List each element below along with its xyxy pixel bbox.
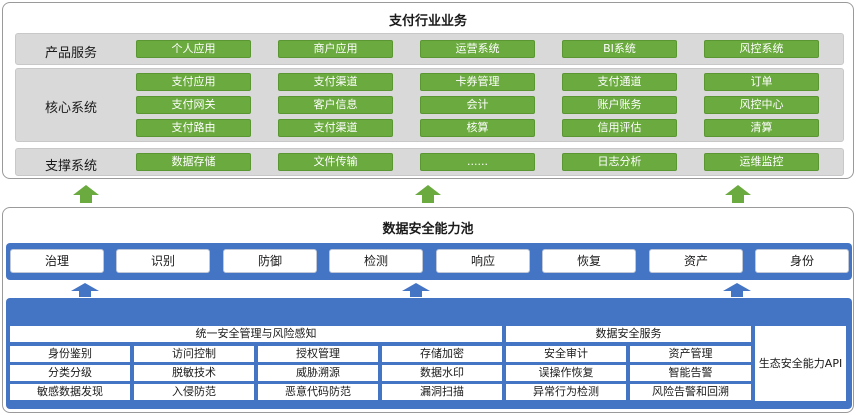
service-header: 数据安全服务 (506, 326, 751, 342)
ecosystem-api-label: 生态安全能力API (758, 356, 843, 370)
business-title: 支付行业业务 (388, 14, 467, 29)
capability-button[interactable]: 资产 (649, 249, 743, 273)
module-button[interactable]: 文件传输 (278, 153, 393, 171)
capability-button[interactable]: 响应 (436, 249, 530, 273)
up-arrow-icon (725, 185, 751, 203)
module-button[interactable]: 运营系统 (420, 40, 535, 58)
module-button[interactable]: 核算 (420, 119, 535, 137)
up-arrow-icon (415, 185, 441, 203)
mgmt-cell[interactable]: 分类分级 (10, 365, 130, 381)
service-cell[interactable]: 资产管理 (630, 346, 751, 362)
mgmt-header: 统一安全管理与风险感知 (10, 326, 502, 342)
module-button[interactable]: 数据存储 (136, 153, 251, 171)
mgmt-cell[interactable]: 漏洞扫描 (382, 384, 502, 400)
foundation-band: 统一安全管理与风险感知 身份鉴别 访问控制 授权管理 存储加密 分类分级 脱敏技… (6, 298, 852, 409)
mgmt-cell[interactable]: 身份鉴别 (10, 346, 130, 362)
service-cell[interactable]: 风险告警和回溯 (630, 384, 751, 400)
module-button[interactable]: 信用评估 (562, 119, 677, 137)
capability-button[interactable]: 恢复 (542, 249, 636, 273)
module-button[interactable]: 支付路由 (136, 119, 251, 137)
module-button[interactable]: 支付通道 (562, 73, 677, 91)
service-cell[interactable]: 智能告警 (630, 365, 751, 381)
up-arrow-icon (723, 283, 751, 297)
capability-button[interactable]: 检测 (329, 249, 423, 273)
mgmt-cell[interactable]: 威胁溯源 (258, 365, 378, 381)
mgmt-cell[interactable]: 授权管理 (258, 346, 378, 362)
module-button[interactable]: 个人应用 (136, 40, 251, 58)
core-systems-row: 核心系统 支付应用 支付渠道 卡券管理 支付通道 订单 支付网关 客户信息 会计… (15, 68, 844, 142)
capability-band: 治理 识别 防御 检测 响应 恢复 资产 身份 (6, 243, 852, 280)
up-arrow-icon (402, 283, 430, 297)
mgmt-cell[interactable]: 访问控制 (134, 346, 254, 362)
module-button[interactable]: 清算 (704, 119, 819, 137)
module-button[interactable]: 风控系统 (704, 40, 819, 58)
capability-button[interactable]: 识别 (116, 249, 210, 273)
up-arrow-icon (71, 283, 99, 297)
service-cell[interactable]: 异常行为检测 (506, 384, 626, 400)
module-button[interactable]: 风控中心 (704, 96, 819, 114)
mgmt-cell[interactable]: 脱敏技术 (134, 365, 254, 381)
module-button[interactable]: 支付渠道 (278, 73, 393, 91)
mgmt-cell[interactable]: 恶意代码防范 (258, 384, 378, 400)
security-pool-title: 数据安全能力池 (382, 222, 474, 237)
module-button[interactable]: 会计 (420, 96, 535, 114)
capability-button[interactable]: 防御 (223, 249, 317, 273)
module-button[interactable]: BI系统 (562, 40, 677, 58)
row-label-core-systems: 核心系统 (44, 101, 97, 116)
mgmt-cell[interactable]: 入侵防范 (134, 384, 254, 400)
module-button[interactable]: 日志分析 (562, 153, 677, 171)
capability-button[interactable]: 身份 (755, 249, 849, 273)
mgmt-cell[interactable]: 存储加密 (382, 346, 502, 362)
service-cell[interactable]: 安全审计 (506, 346, 626, 362)
ecosystem-api-box[interactable]: 生态安全能力API (755, 326, 846, 401)
module-button[interactable]: ...... (420, 153, 535, 171)
business-panel: 支付行业业务 产品服务 个人应用 商户应用 运营系统 BI系统 风控系统 核心系… (2, 2, 854, 179)
module-button[interactable]: 运维监控 (704, 153, 819, 171)
row-label-support-systems: 支撑系统 (44, 159, 97, 174)
row-label-product-services: 产品服务 (44, 46, 97, 61)
module-button[interactable]: 账户账务 (562, 96, 677, 114)
up-arrow-icon (73, 185, 99, 203)
module-button[interactable]: 支付应用 (136, 73, 251, 91)
product-services-row: 产品服务 个人应用 商户应用 运营系统 BI系统 风控系统 (15, 33, 844, 65)
module-button[interactable]: 订单 (704, 73, 819, 91)
module-button[interactable]: 客户信息 (278, 96, 393, 114)
support-systems-row: 支撑系统 数据存储 文件传输 ...... 日志分析 运维监控 (15, 148, 844, 176)
service-cell[interactable]: 误操作恢复 (506, 365, 626, 381)
capability-button[interactable]: 治理 (10, 249, 104, 273)
module-button[interactable]: 商户应用 (278, 40, 393, 58)
module-button[interactable]: 卡券管理 (420, 73, 535, 91)
mgmt-cell[interactable]: 敏感数据发现 (10, 384, 130, 400)
module-button[interactable]: 支付渠道 (278, 119, 393, 137)
module-button[interactable]: 支付网关 (136, 96, 251, 114)
mgmt-cell[interactable]: 数据水印 (382, 365, 502, 381)
